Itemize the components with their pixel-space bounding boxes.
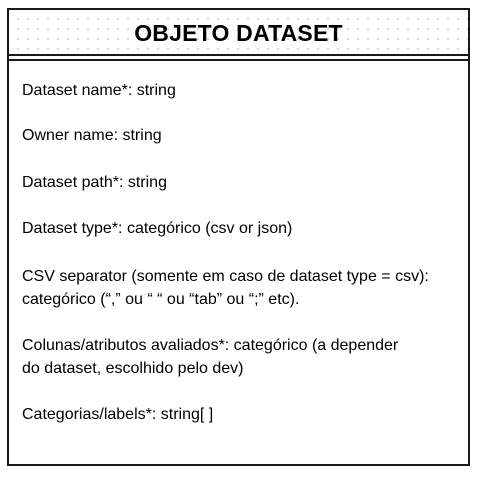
object-title: OBJETO DATASET [134,20,343,46]
field-dataset-name: Dataset name*: string [22,82,176,99]
header-panel: OBJETO DATASET [9,10,468,56]
field-csv-separator-options: categórico (“,” ou “ “ ou “tab” ou “;” e… [22,291,300,308]
dataset-object-box: OBJETO DATASET Dataset name*: string Own… [7,8,470,466]
field-evaluated-columns: Colunas/atributos avaliados*: categórico… [22,337,399,354]
field-csv-separator: CSV separator (somente em caso de datase… [22,268,429,285]
field-dataset-type: Dataset type*: categórico (csv or json) [22,220,293,237]
field-dataset-path: Dataset path*: string [22,174,167,191]
field-categories-labels: Categorias/labels*: string[ ] [22,406,214,423]
field-evaluated-columns-cont: do dataset, escolhido pelo dev) [22,360,244,377]
header-divider [9,56,468,61]
field-owner-name: Owner name: string [22,127,162,144]
